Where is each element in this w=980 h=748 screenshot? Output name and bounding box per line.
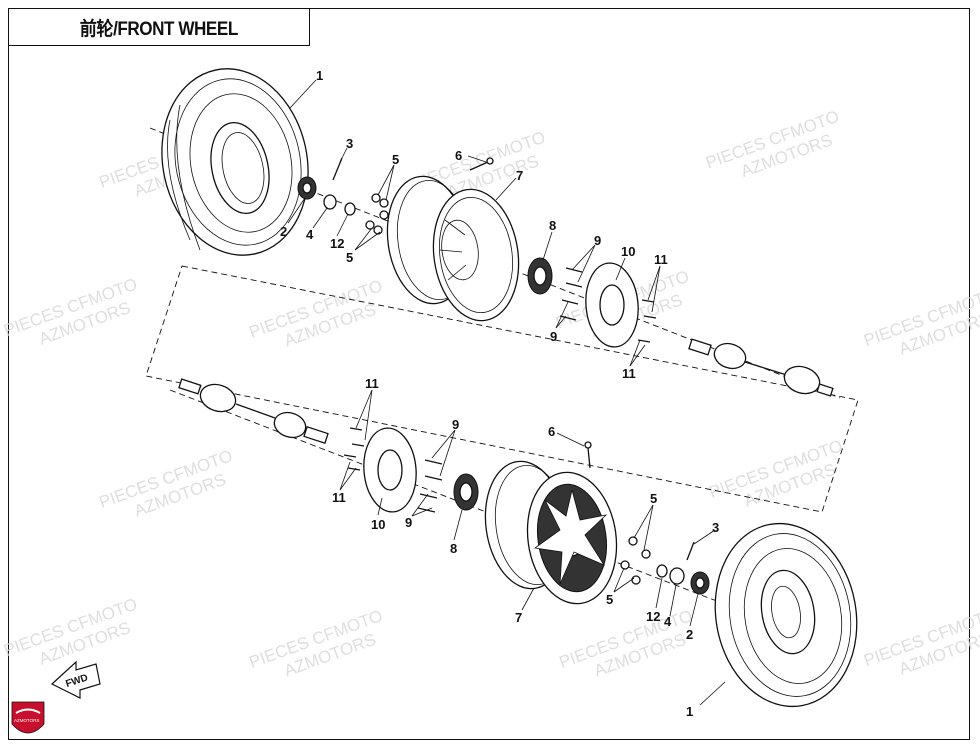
rim-top — [386, 175, 520, 322]
axle-nut-bottom — [690, 571, 710, 595]
callout-label: 2 — [280, 224, 287, 239]
callout-label: 11 — [622, 366, 636, 381]
callout-label: 9 — [452, 417, 459, 432]
valve-stem-bottom — [584, 441, 592, 469]
disc-bolts-bottom — [343, 427, 365, 471]
callout-label: 8 — [450, 541, 457, 556]
callout-label: 3 — [346, 136, 353, 151]
callout-label: 7 — [516, 168, 523, 183]
brake-disc-top — [585, 262, 639, 348]
callout-label: 9 — [550, 329, 557, 344]
hub-bolts-bottom — [417, 459, 443, 513]
tire-bottom — [714, 522, 858, 708]
callout-label: 11 — [654, 252, 668, 267]
rim-bottom — [484, 460, 618, 605]
callout-label: 5 — [650, 491, 657, 506]
washer-top — [323, 194, 337, 210]
callout-label: 3 — [712, 520, 719, 535]
top-assembly — [161, 68, 834, 397]
callout-label: 2 — [686, 627, 693, 642]
title-box: 前轮/FRONT WHEEL — [9, 9, 310, 46]
callouts-top: 1 2 3 4 5 5 6 7 8 9 9 10 11 11 12 — [280, 68, 668, 381]
callout-label: 4 — [306, 227, 314, 242]
cotter-pin-bottom — [686, 541, 695, 561]
callout-label: 7 — [515, 610, 522, 625]
hub-top — [527, 257, 553, 295]
callout-label: 8 — [549, 218, 556, 233]
lug-nuts-top — [365, 193, 389, 235]
callouts-bottom: 1 2 3 4 5 5 6 7 8 9 9 10 11 11 12 — [332, 376, 719, 719]
callout-label: 1 — [316, 68, 323, 83]
callout-label: 11 — [365, 376, 379, 391]
axle-nut-top — [297, 176, 317, 200]
washer-12-top — [344, 202, 356, 216]
callout-label: 6 — [455, 148, 462, 163]
bottom-assembly — [178, 378, 858, 708]
callout-label: 5 — [346, 250, 353, 265]
callout-label: 9 — [594, 233, 601, 248]
brake-disc-bottom — [363, 427, 417, 513]
callout-label: 11 — [332, 490, 346, 505]
hub-bottom — [453, 473, 479, 511]
callout-label: 9 — [405, 515, 412, 530]
callout-label: 5 — [392, 152, 399, 167]
washer-12-bottom — [656, 564, 668, 578]
hub-bolts-top — [559, 267, 583, 321]
diagram-frame — [8, 8, 970, 740]
callout-label: 1 — [686, 704, 693, 719]
callout-label: 5 — [606, 592, 613, 607]
logo-text: AZMOTORS — [14, 718, 39, 723]
callout-label: 10 — [621, 244, 635, 259]
callout-label: 12 — [330, 236, 344, 251]
callout-label: 10 — [371, 517, 385, 532]
azmotors-logo: AZMOTORS — [11, 701, 45, 734]
callout-label: 6 — [548, 424, 555, 439]
washer-bottom — [669, 567, 685, 585]
drive-shaft-bottom — [178, 378, 329, 444]
callout-label: 12 — [646, 609, 660, 624]
lug-nuts-bottom — [620, 536, 651, 585]
page-title: 前轮/FRONT WHEEL — [79, 18, 239, 40]
leader-lines — [287, 79, 726, 706]
tire-top — [161, 68, 309, 256]
fwd-arrow-icon: FWD — [50, 660, 101, 699]
assembly-boundary — [145, 265, 859, 513]
valve-stem-top — [469, 157, 494, 171]
callout-label: 4 — [664, 614, 672, 629]
drive-shaft-top — [688, 338, 834, 397]
